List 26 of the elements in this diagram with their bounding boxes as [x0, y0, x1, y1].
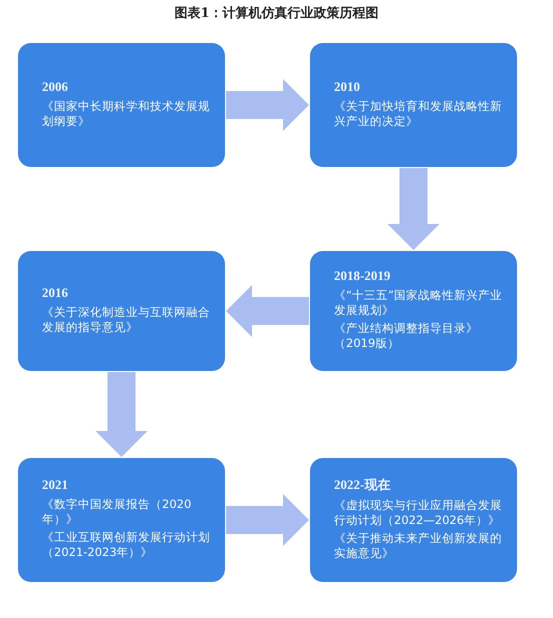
policy-title: 《国家中长期科学和技术发展规划纲要》 [42, 98, 211, 128]
policy-box [18, 251, 225, 371]
year-label: 2010 [334, 78, 361, 94]
year-label: 2022-现在 [334, 476, 392, 494]
policy-title: 《关于推动未来产业创新发展的实施意见》 [334, 531, 503, 561]
policy-title: 《产业结构调整指导目录》（2019版） [334, 321, 479, 351]
policy-box [310, 251, 517, 371]
block-arrow [96, 372, 148, 457]
policy-title: 《虚拟现实与行业应用融合发展行动计划（2022—2026年）》 [334, 498, 503, 528]
policy-title: 《数字中国发展报告（2020年）》 [42, 497, 192, 527]
block-arrow [388, 168, 440, 250]
policy-title: 《关于加快培育和发展战略性新兴产业的决定》 [334, 98, 503, 128]
block-arrow [226, 285, 309, 337]
year-label: 2006 [42, 78, 69, 94]
policy-box [310, 458, 517, 582]
policy-title: 《工业互联网创新发展行动计划（2021-2023年）》 [42, 530, 211, 560]
year-label: 2016 [42, 284, 69, 300]
diagram-title: 图表1：计算机仿真行业政策历程图 [173, 5, 380, 22]
policy-title: 《“十三五”国家战略性新兴产业发展规划》 [334, 288, 503, 318]
policy-box [18, 458, 225, 582]
policy-title: 《关于深化制造业与互联网融合发展的指导意见》 [42, 304, 211, 334]
year-label: 2018-2019 [334, 268, 392, 284]
policy-box [18, 43, 225, 167]
block-arrow [226, 79, 309, 131]
year-label: 2021 [42, 477, 69, 493]
policy-box [310, 43, 517, 167]
